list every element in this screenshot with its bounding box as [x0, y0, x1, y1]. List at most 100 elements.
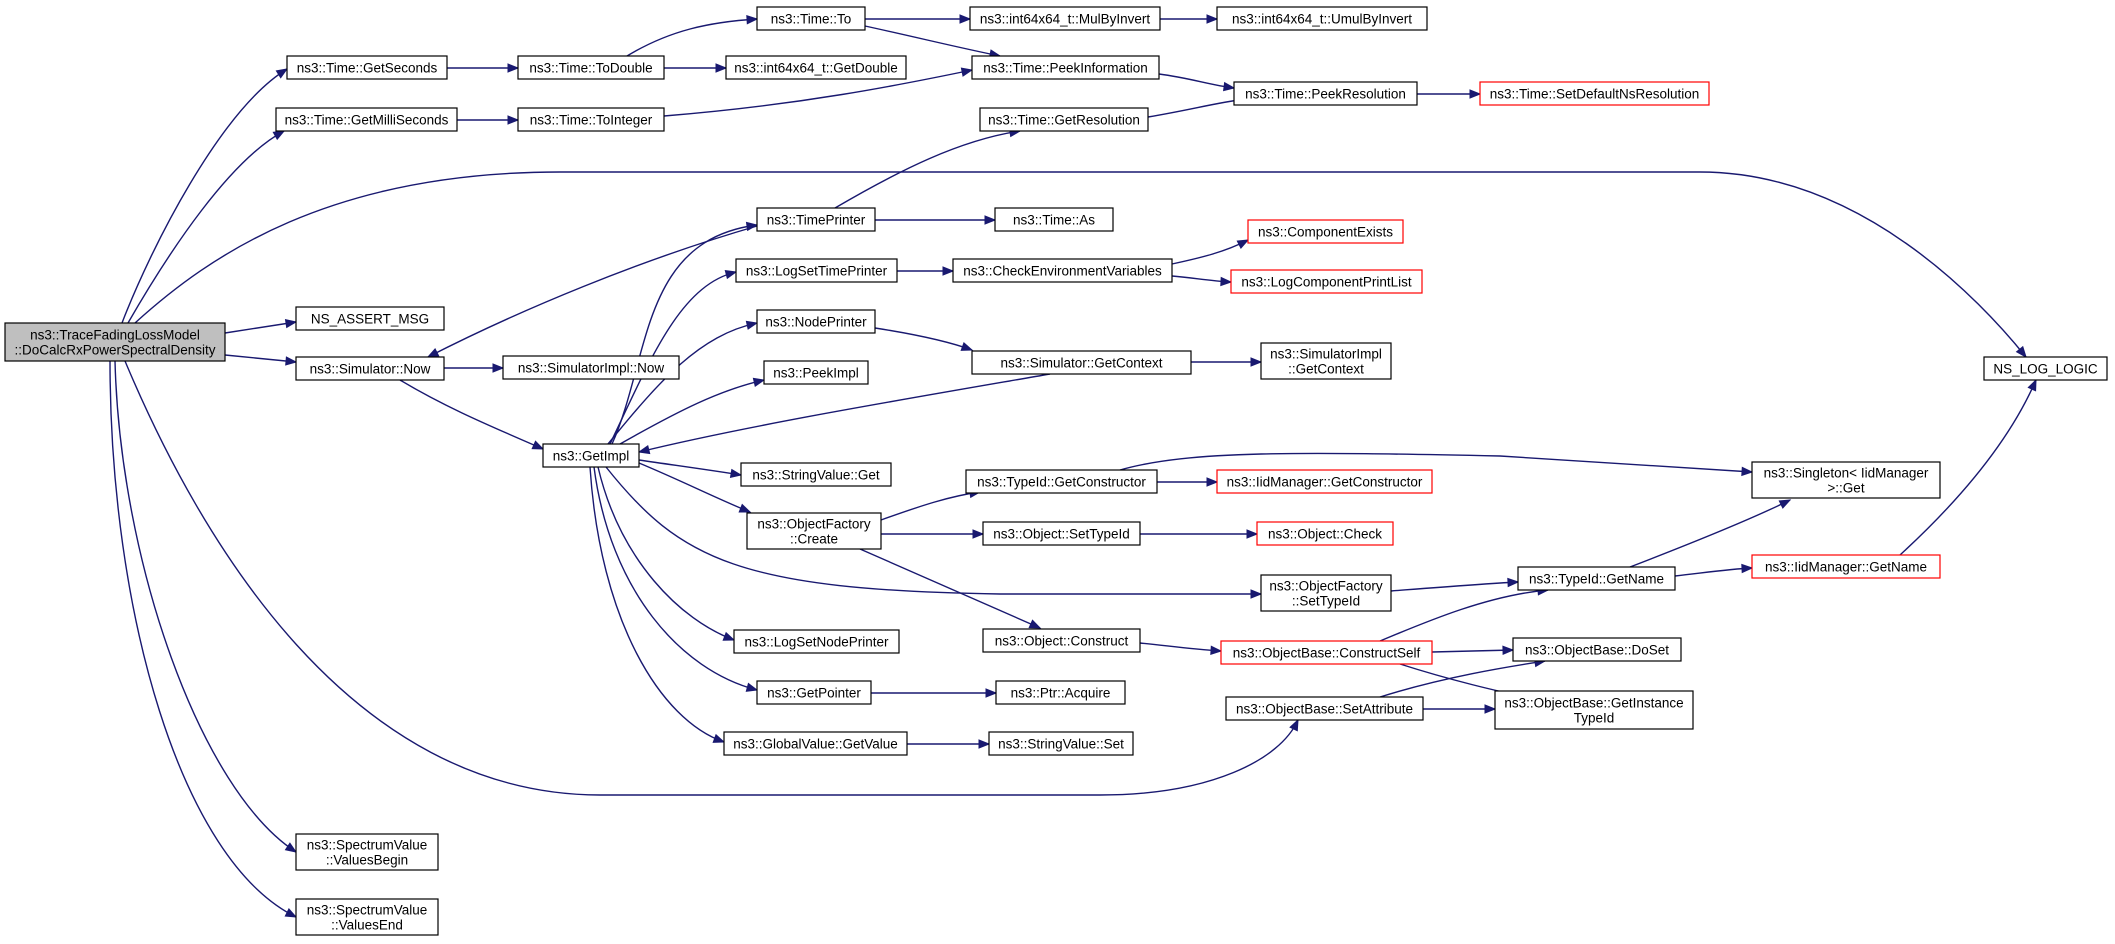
node-object-check[interactable]: ns3::Object::Check: [1256, 521, 1394, 546]
node-logsetnodeprinter[interactable]: ns3::LogSetNodePrinter: [733, 629, 900, 654]
node-spectrum-valuesend[interactable]: ns3::SpectrumValue::ValuesEnd: [295, 898, 439, 936]
node-box: [1517, 566, 1676, 591]
edge-line: [626, 18, 758, 57]
edge-root-to-spectrum_valuesbegin: [114, 360, 298, 853]
node-typeid-getname[interactable]: ns3::TypeId::GetName: [1517, 566, 1676, 591]
node-spectrum-valuesbegin[interactable]: ns3::SpectrumValue::ValuesBegin: [295, 833, 439, 871]
node-nodeprinter[interactable]: ns3::NodePrinter: [756, 309, 876, 334]
node-label: ns3::SimulatorImpl: [1270, 347, 1382, 362]
edge-line: [611, 224, 758, 445]
node-label: ns3::int64x64_t::GetDouble: [734, 61, 898, 76]
node-time-peekinformation[interactable]: ns3::Time::PeekInformation: [971, 55, 1160, 80]
node-typeid-getconstructor[interactable]: ns3::TypeId::GetConstructor: [965, 469, 1158, 494]
edge-typeid_getname-to-singleton_get: [1629, 499, 1792, 568]
edge-object_construct-to-objectbase_constructself: [1139, 642, 1223, 656]
node-label: ns3::SpectrumValue: [307, 903, 428, 918]
node-simulator-getcontext[interactable]: ns3::Simulator::GetContext: [971, 350, 1192, 375]
node-time-peekresolution[interactable]: ns3::Time::PeekResolution: [1233, 81, 1418, 106]
node-object-construct[interactable]: ns3::Object::Construct: [982, 628, 1141, 653]
arrow-head-icon: [960, 342, 974, 351]
edge-root-to-ns_log_logic: [134, 171, 2027, 359]
node-label: NS_LOG_LOGIC: [1993, 362, 2098, 377]
node-stringvalue-set[interactable]: ns3::StringValue::Set: [988, 731, 1134, 756]
node-label: ns3::TraceFadingLossModel: [30, 328, 200, 343]
edge-checkenvvars-to-componentexists: [1171, 239, 1250, 265]
edge-simulator_getcontext-to-simulatorimpl_getcontext: [1191, 357, 1263, 367]
node-object-settypeid[interactable]: ns3::Object::SetTypeId: [982, 521, 1141, 546]
edge-line: [134, 171, 2027, 358]
node-time-tointeger[interactable]: ns3::Time::ToInteger: [517, 107, 665, 132]
edge-line: [607, 322, 758, 445]
node-time-getmilliseconds[interactable]: ns3::Time::GetMilliSeconds: [275, 107, 458, 132]
node-box: [763, 360, 869, 385]
node-simulator-now[interactable]: ns3::Simulator::Now: [295, 356, 445, 381]
node-ptr-acquire[interactable]: ns3::Ptr::Acquire: [995, 680, 1126, 705]
edge-objectbase_setattribute-to-objectbase_getinstancetypeid: [1423, 704, 1497, 714]
node-label: ns3::LogComponentPrintList: [1241, 275, 1412, 290]
arrow-head-icon: [942, 266, 955, 276]
edge-globalvalue_getvalue-to-stringvalue_set: [907, 739, 991, 749]
node-iidmanager-getname[interactable]: ns3::IidManager::GetName: [1751, 554, 1941, 579]
node-time-getseconds[interactable]: ns3::Time::GetSeconds: [286, 55, 448, 80]
edge-line: [1158, 73, 1235, 89]
node-box: [295, 898, 439, 936]
arrow-head-icon: [1206, 14, 1219, 24]
arrow-head-icon: [284, 842, 298, 853]
edge-line: [609, 271, 737, 445]
arrow-head-icon: [738, 503, 752, 513]
node-globalvalue-getvalue[interactable]: ns3::GlobalValue::GetValue: [723, 731, 908, 756]
node-ns-log-logic[interactable]: NS_LOG_LOGIC: [1983, 356, 2108, 381]
node-objectfactory-create[interactable]: ns3::ObjectFactory::Create: [746, 512, 882, 550]
node-box: [746, 512, 882, 550]
node-ns-assert-msg[interactable]: NS_ASSERT_MSG: [295, 306, 445, 331]
arrow-head-icon: [272, 130, 286, 141]
edge-line: [427, 225, 758, 358]
node-int64-getdouble[interactable]: ns3::int64x64_t::GetDouble: [725, 55, 907, 80]
node-box: [725, 55, 907, 80]
node-time-as[interactable]: ns3::Time::As: [994, 207, 1114, 232]
node-int64-mulbyinvert[interactable]: ns3::int64x64_t::MulByInvert: [969, 6, 1161, 31]
arrow-head-icon: [745, 221, 759, 232]
node-getimpl[interactable]: ns3::GetImpl: [542, 443, 640, 468]
arrow-head-icon: [752, 377, 766, 388]
node-box: [502, 355, 680, 380]
edge-nodeprinter-to-simulator_getcontext: [874, 327, 974, 351]
node-time-todouble[interactable]: ns3::Time::ToDouble: [517, 55, 665, 80]
node-iidmanager-getconstructor[interactable]: ns3::IidManager::GetConstructor: [1216, 469, 1433, 494]
node-logcomponentprintlist[interactable]: ns3::LogComponentPrintList: [1230, 269, 1423, 294]
node-box: [517, 107, 665, 132]
node-time-getresolution[interactable]: ns3::Time::GetResolution: [979, 107, 1149, 132]
node-objectfactory-settypeid[interactable]: ns3::ObjectFactory::SetTypeId: [1260, 574, 1392, 612]
node-getpointer[interactable]: ns3::GetPointer: [756, 680, 872, 705]
node-box: [994, 207, 1114, 232]
node-objectbase-constructself[interactable]: ns3::ObjectBase::ConstructSelf: [1220, 640, 1433, 665]
node-box: [1494, 690, 1694, 730]
arrow-head-icon: [985, 688, 998, 698]
node-label: ns3::Time::PeekInformation: [983, 61, 1148, 76]
node-label: ns3::Time::As: [1013, 213, 1095, 228]
node-logsettimeprinter[interactable]: ns3::LogSetTimePrinter: [735, 258, 898, 283]
arrow-head-icon: [1236, 239, 1250, 249]
node-componentexists[interactable]: ns3::ComponentExists: [1247, 219, 1404, 244]
edge-checkenvvars-to-logcomponentprintlist: [1171, 275, 1233, 287]
edge-line: [638, 373, 1051, 453]
node-simulatorimpl-getcontext[interactable]: ns3::SimulatorImpl::GetContext: [1260, 342, 1392, 380]
node-singleton-get[interactable]: ns3::Singleton< IidManager >::Get: [1751, 461, 1941, 499]
node-label: TypeId: [1574, 711, 1615, 726]
node-peekimpl[interactable]: ns3::PeekImpl: [763, 360, 869, 385]
edge-timeprinter-to-time_getresolution: [834, 127, 1022, 209]
node-objectbase-doset[interactable]: ns3::ObjectBase::DoSet: [1512, 637, 1682, 662]
node-simulatorimpl-now[interactable]: ns3::SimulatorImpl::Now: [502, 355, 680, 380]
node-timeprinter[interactable]: ns3::TimePrinter: [756, 207, 876, 232]
node-objectbase-setattribute[interactable]: ns3::ObjectBase::SetAttribute: [1225, 696, 1424, 721]
edge-object_settypeid-to-object_check: [1140, 529, 1259, 539]
node-checkenvvars[interactable]: ns3::CheckEnvironmentVariables: [952, 258, 1173, 283]
edge-line: [224, 321, 297, 334]
node-box: [295, 356, 445, 381]
node-time-to[interactable]: ns3::Time::To: [756, 6, 866, 31]
node-int64-umulbyinvert[interactable]: ns3::int64x64_t::UmulByInvert: [1216, 6, 1428, 31]
node-label: ::Create: [790, 532, 838, 547]
node-stringvalue-get[interactable]: ns3::StringValue::Get: [740, 462, 892, 487]
node-time-setdefaultnsresolution[interactable]: ns3::Time::SetDefaultNsResolution: [1479, 81, 1710, 106]
